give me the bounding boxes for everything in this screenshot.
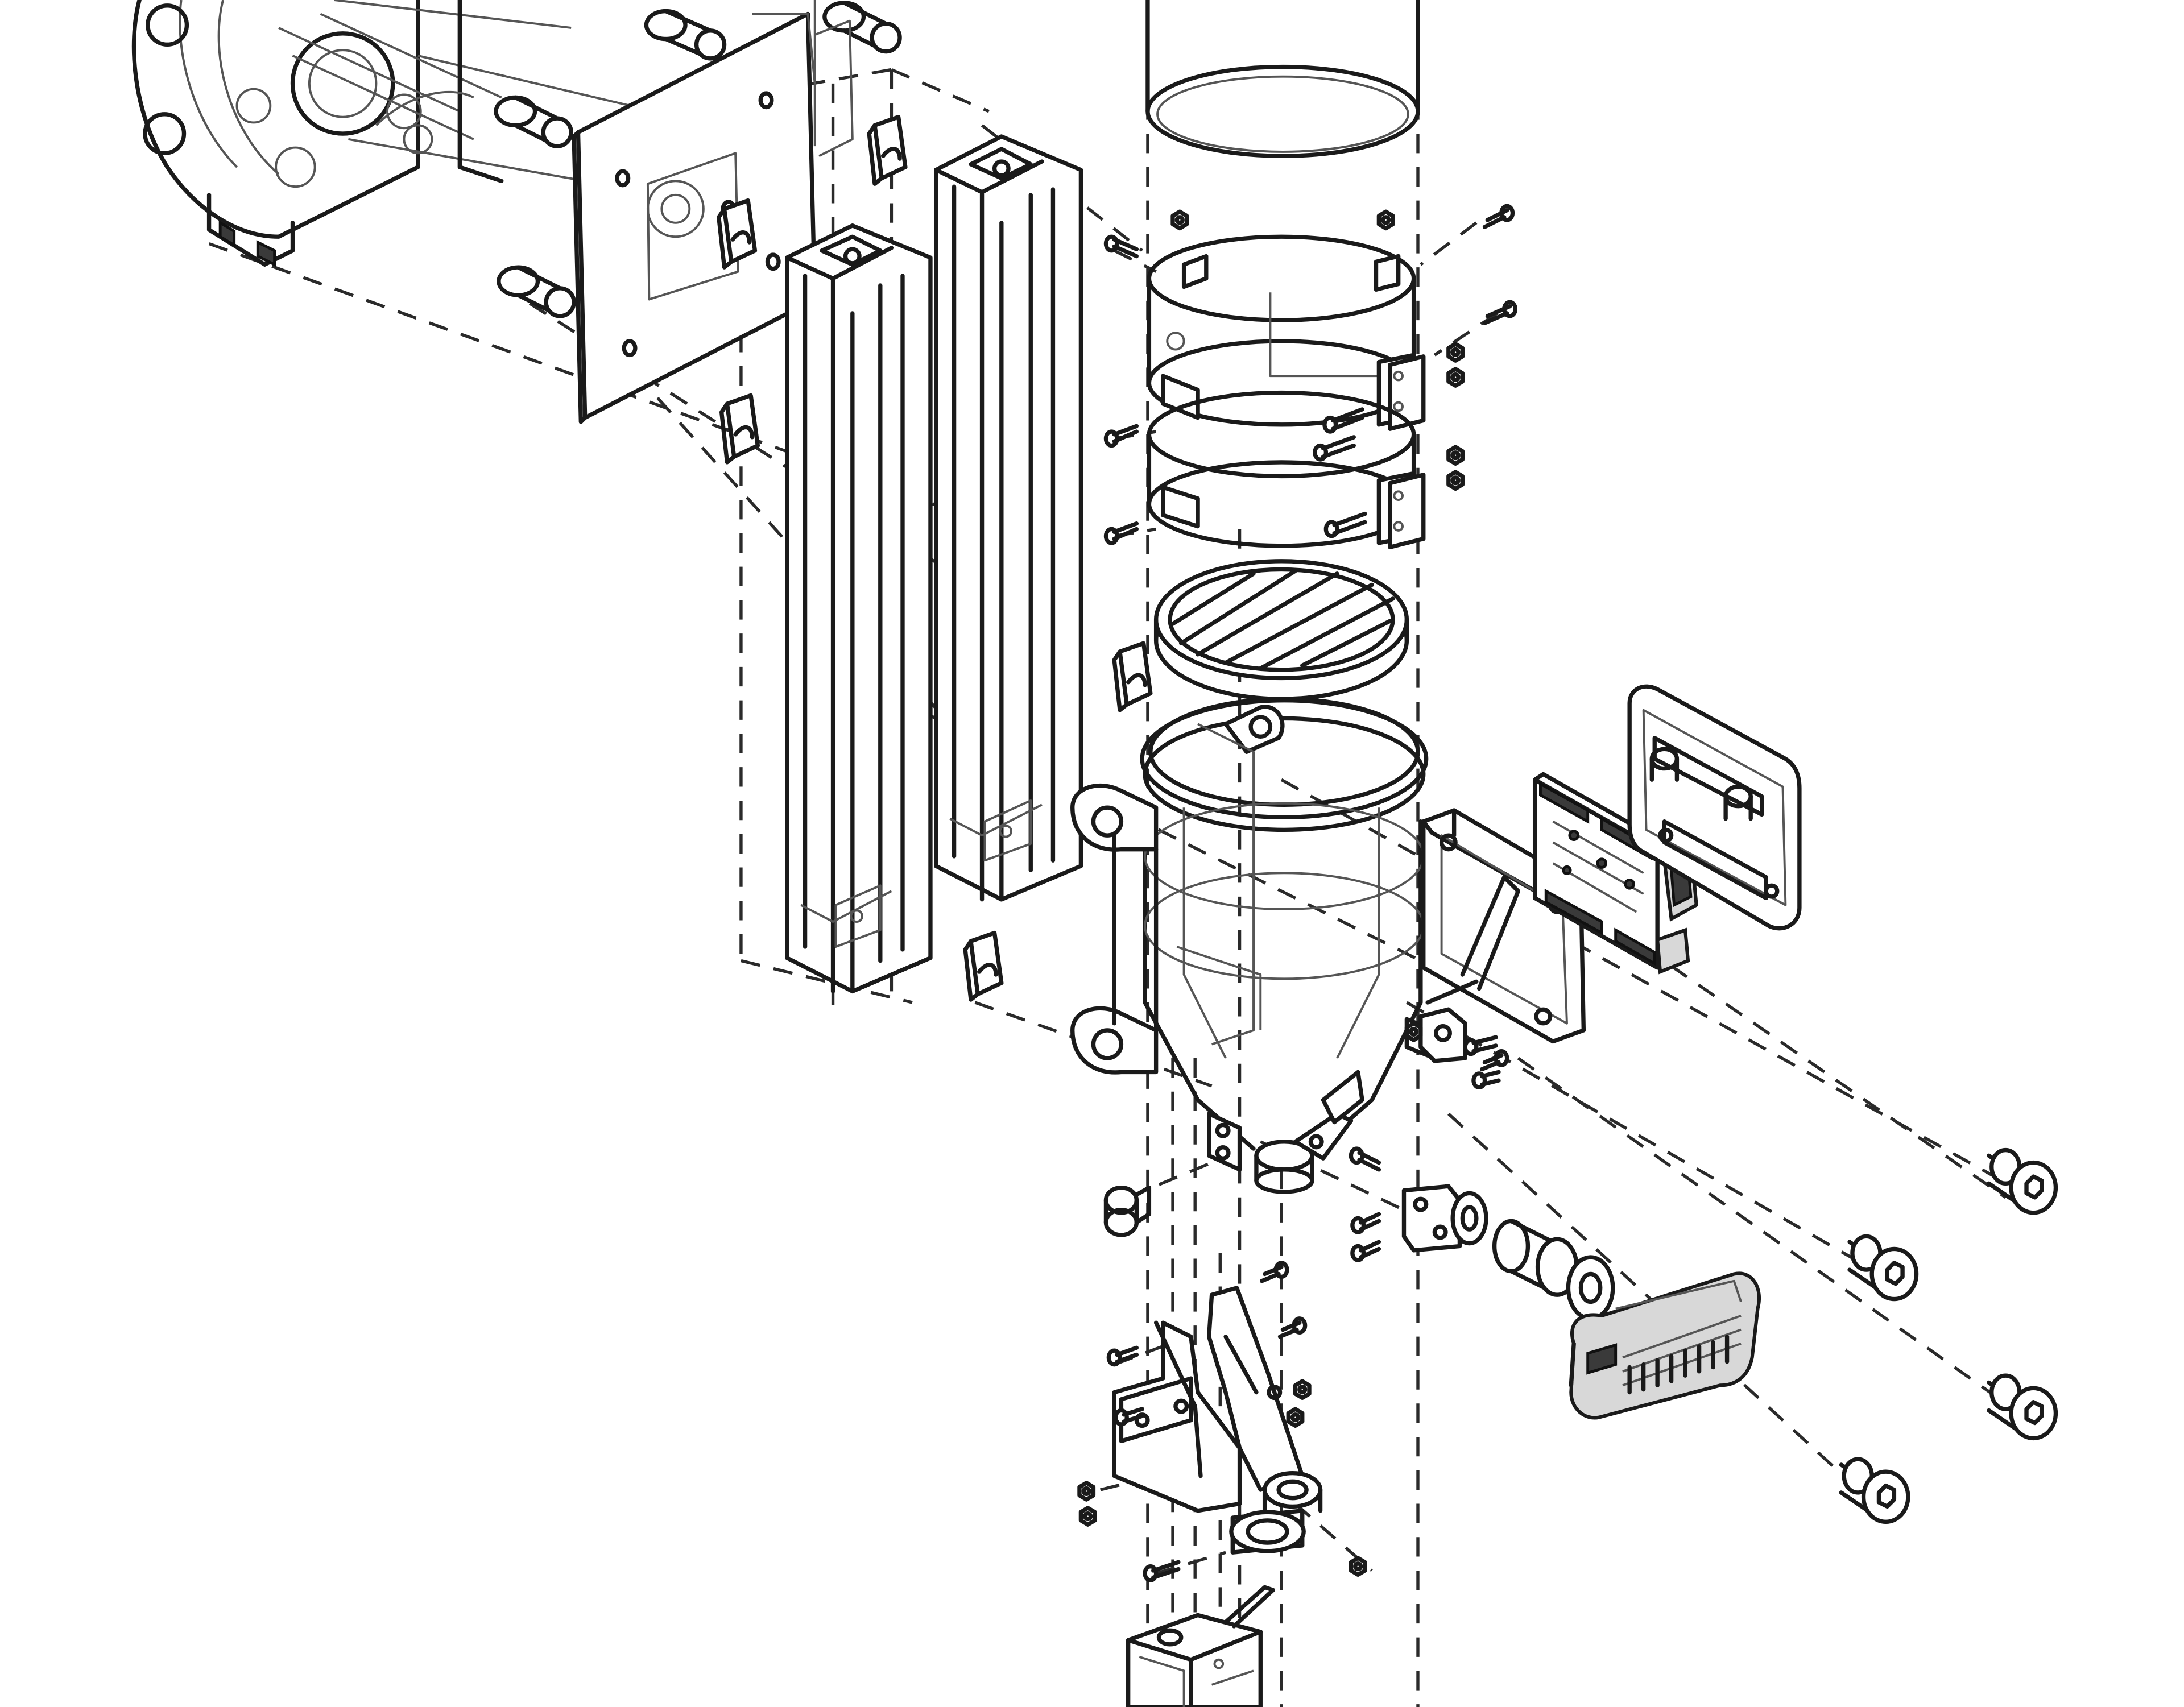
cap-screw	[1349, 1146, 1381, 1172]
circuit-board	[1532, 772, 1698, 975]
bushing-mid	[494, 95, 573, 148]
bushing-lower	[497, 265, 576, 318]
hex-nut	[1349, 1556, 1367, 1577]
enclosure-lid	[1627, 684, 1802, 931]
cap-screw	[1471, 1070, 1501, 1090]
hex-nut	[1376, 209, 1395, 231]
aluminum-extrusion-left	[785, 223, 933, 994]
cap-screw	[1103, 521, 1139, 545]
t-nut-1	[867, 115, 908, 186]
t-nut-4	[1112, 641, 1153, 712]
cap-screws	[1103, 204, 1518, 1582]
hex-nut	[1077, 1481, 1096, 1502]
roller-wheel	[1492, 1219, 1615, 1321]
shoulder-bolt-4	[1839, 1457, 1910, 1524]
wheel-bracket	[1401, 1184, 1488, 1253]
servo-motor	[1126, 1585, 1275, 1707]
shoulder-bolt-1	[1987, 1147, 2058, 1215]
cap-screw	[1106, 1345, 1139, 1367]
bushing-top	[644, 9, 727, 61]
hex-nut	[1286, 1407, 1305, 1428]
clamp-ring-lower	[1147, 390, 1426, 549]
cap-screw	[1482, 204, 1515, 229]
cap-screw	[1463, 1035, 1498, 1056]
hopper-funnel	[1070, 697, 1437, 1194]
clamp-ring-upper	[1147, 234, 1426, 431]
cap-screw	[1143, 1560, 1181, 1582]
cap-screw	[1322, 407, 1364, 434]
cap-screw	[1103, 424, 1139, 448]
hex-nut	[1446, 342, 1465, 363]
hex-nut	[1078, 1506, 1097, 1527]
hex-nut	[1446, 367, 1465, 388]
cap-screw	[1313, 435, 1356, 462]
cap-screw	[1260, 1261, 1289, 1283]
battery-pack	[1569, 1271, 1761, 1420]
shoulder-bolt-3	[1987, 1373, 2058, 1441]
cap-screw	[1479, 1049, 1509, 1072]
cap-screw	[1350, 1240, 1381, 1262]
cap-screw	[1350, 1212, 1381, 1234]
cap-screw	[1113, 1407, 1144, 1427]
hex-nut	[1170, 209, 1189, 231]
standoff	[1103, 1185, 1152, 1237]
shoulder-bolts	[1839, 1147, 2058, 1524]
hex-nut	[1293, 1379, 1312, 1401]
cap-screw	[1482, 300, 1518, 325]
hex-nuts	[1077, 209, 1465, 1577]
shoulder-bolt-2	[1847, 1234, 1919, 1302]
cap-screw	[1323, 511, 1367, 538]
aluminum-extrusion-right	[934, 134, 1083, 902]
mesh-filter-disc	[1153, 559, 1409, 701]
hex-nut	[1446, 445, 1465, 466]
servo-bracket	[1112, 1286, 1323, 1555]
t-nut-6	[963, 930, 1004, 1002]
clear-tube	[1145, 0, 1420, 158]
hex-nut	[1404, 1021, 1423, 1042]
hex-nut	[1446, 470, 1465, 491]
pump-housing	[131, 0, 902, 318]
t-nut-2	[717, 198, 758, 270]
cap-screw	[1103, 234, 1139, 259]
t-nut-3	[719, 393, 760, 465]
cap-screw	[1277, 1316, 1308, 1339]
